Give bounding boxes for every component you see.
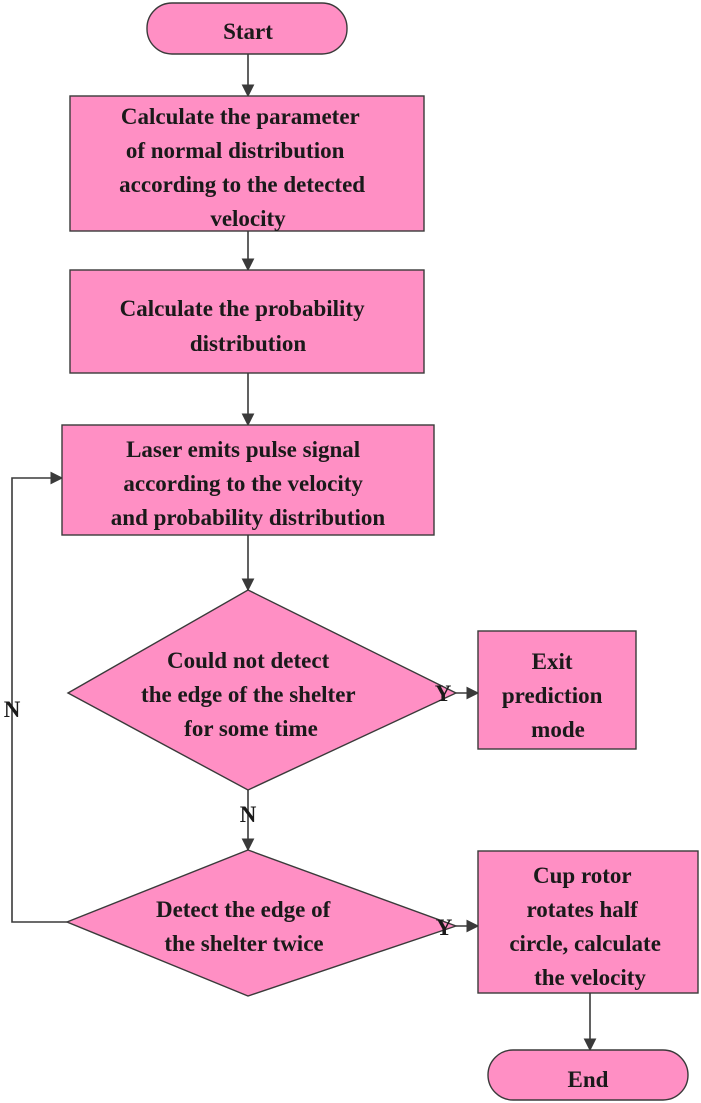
end-label: End bbox=[568, 1067, 609, 1092]
exit-mode-label: Exit prediction mode bbox=[502, 649, 608, 742]
calc-probability-label: Calculate the probability distribution bbox=[120, 296, 371, 356]
edge-label-no-continue: N bbox=[240, 802, 257, 827]
exit-mode-box bbox=[477, 630, 637, 750]
decision-detect-label: Could not detect the edge of the shelter… bbox=[141, 648, 361, 741]
arrow-loop-back-to-laser bbox=[11, 471, 67, 923]
start-label: Start bbox=[223, 19, 273, 44]
laser-pulse-label: Laser emits pulse signal according to th… bbox=[111, 437, 386, 530]
start-terminal bbox=[146, 2, 348, 55]
end-terminal bbox=[487, 1049, 689, 1101]
edge-label-yes-cup: Y bbox=[436, 915, 453, 940]
decision-twice-label: Detect the edge of the shelter twice bbox=[156, 897, 336, 956]
decision-twice-diamond bbox=[65, 849, 459, 997]
cup-rotor-label: Cup rotor rotates half circle, calculate… bbox=[509, 863, 666, 990]
cup-rotor-box bbox=[477, 850, 699, 994]
calc-parameter-box bbox=[69, 95, 425, 232]
calc-parameter-label: Calculate the parameter of normal distri… bbox=[119, 104, 371, 231]
laser-pulse-box bbox=[61, 424, 435, 536]
edge-label-yes-exit: Y bbox=[435, 681, 452, 706]
edge-label-no-loop: N bbox=[4, 697, 21, 722]
calc-probability-box bbox=[69, 269, 425, 374]
decision-detect-diamond bbox=[66, 589, 458, 791]
